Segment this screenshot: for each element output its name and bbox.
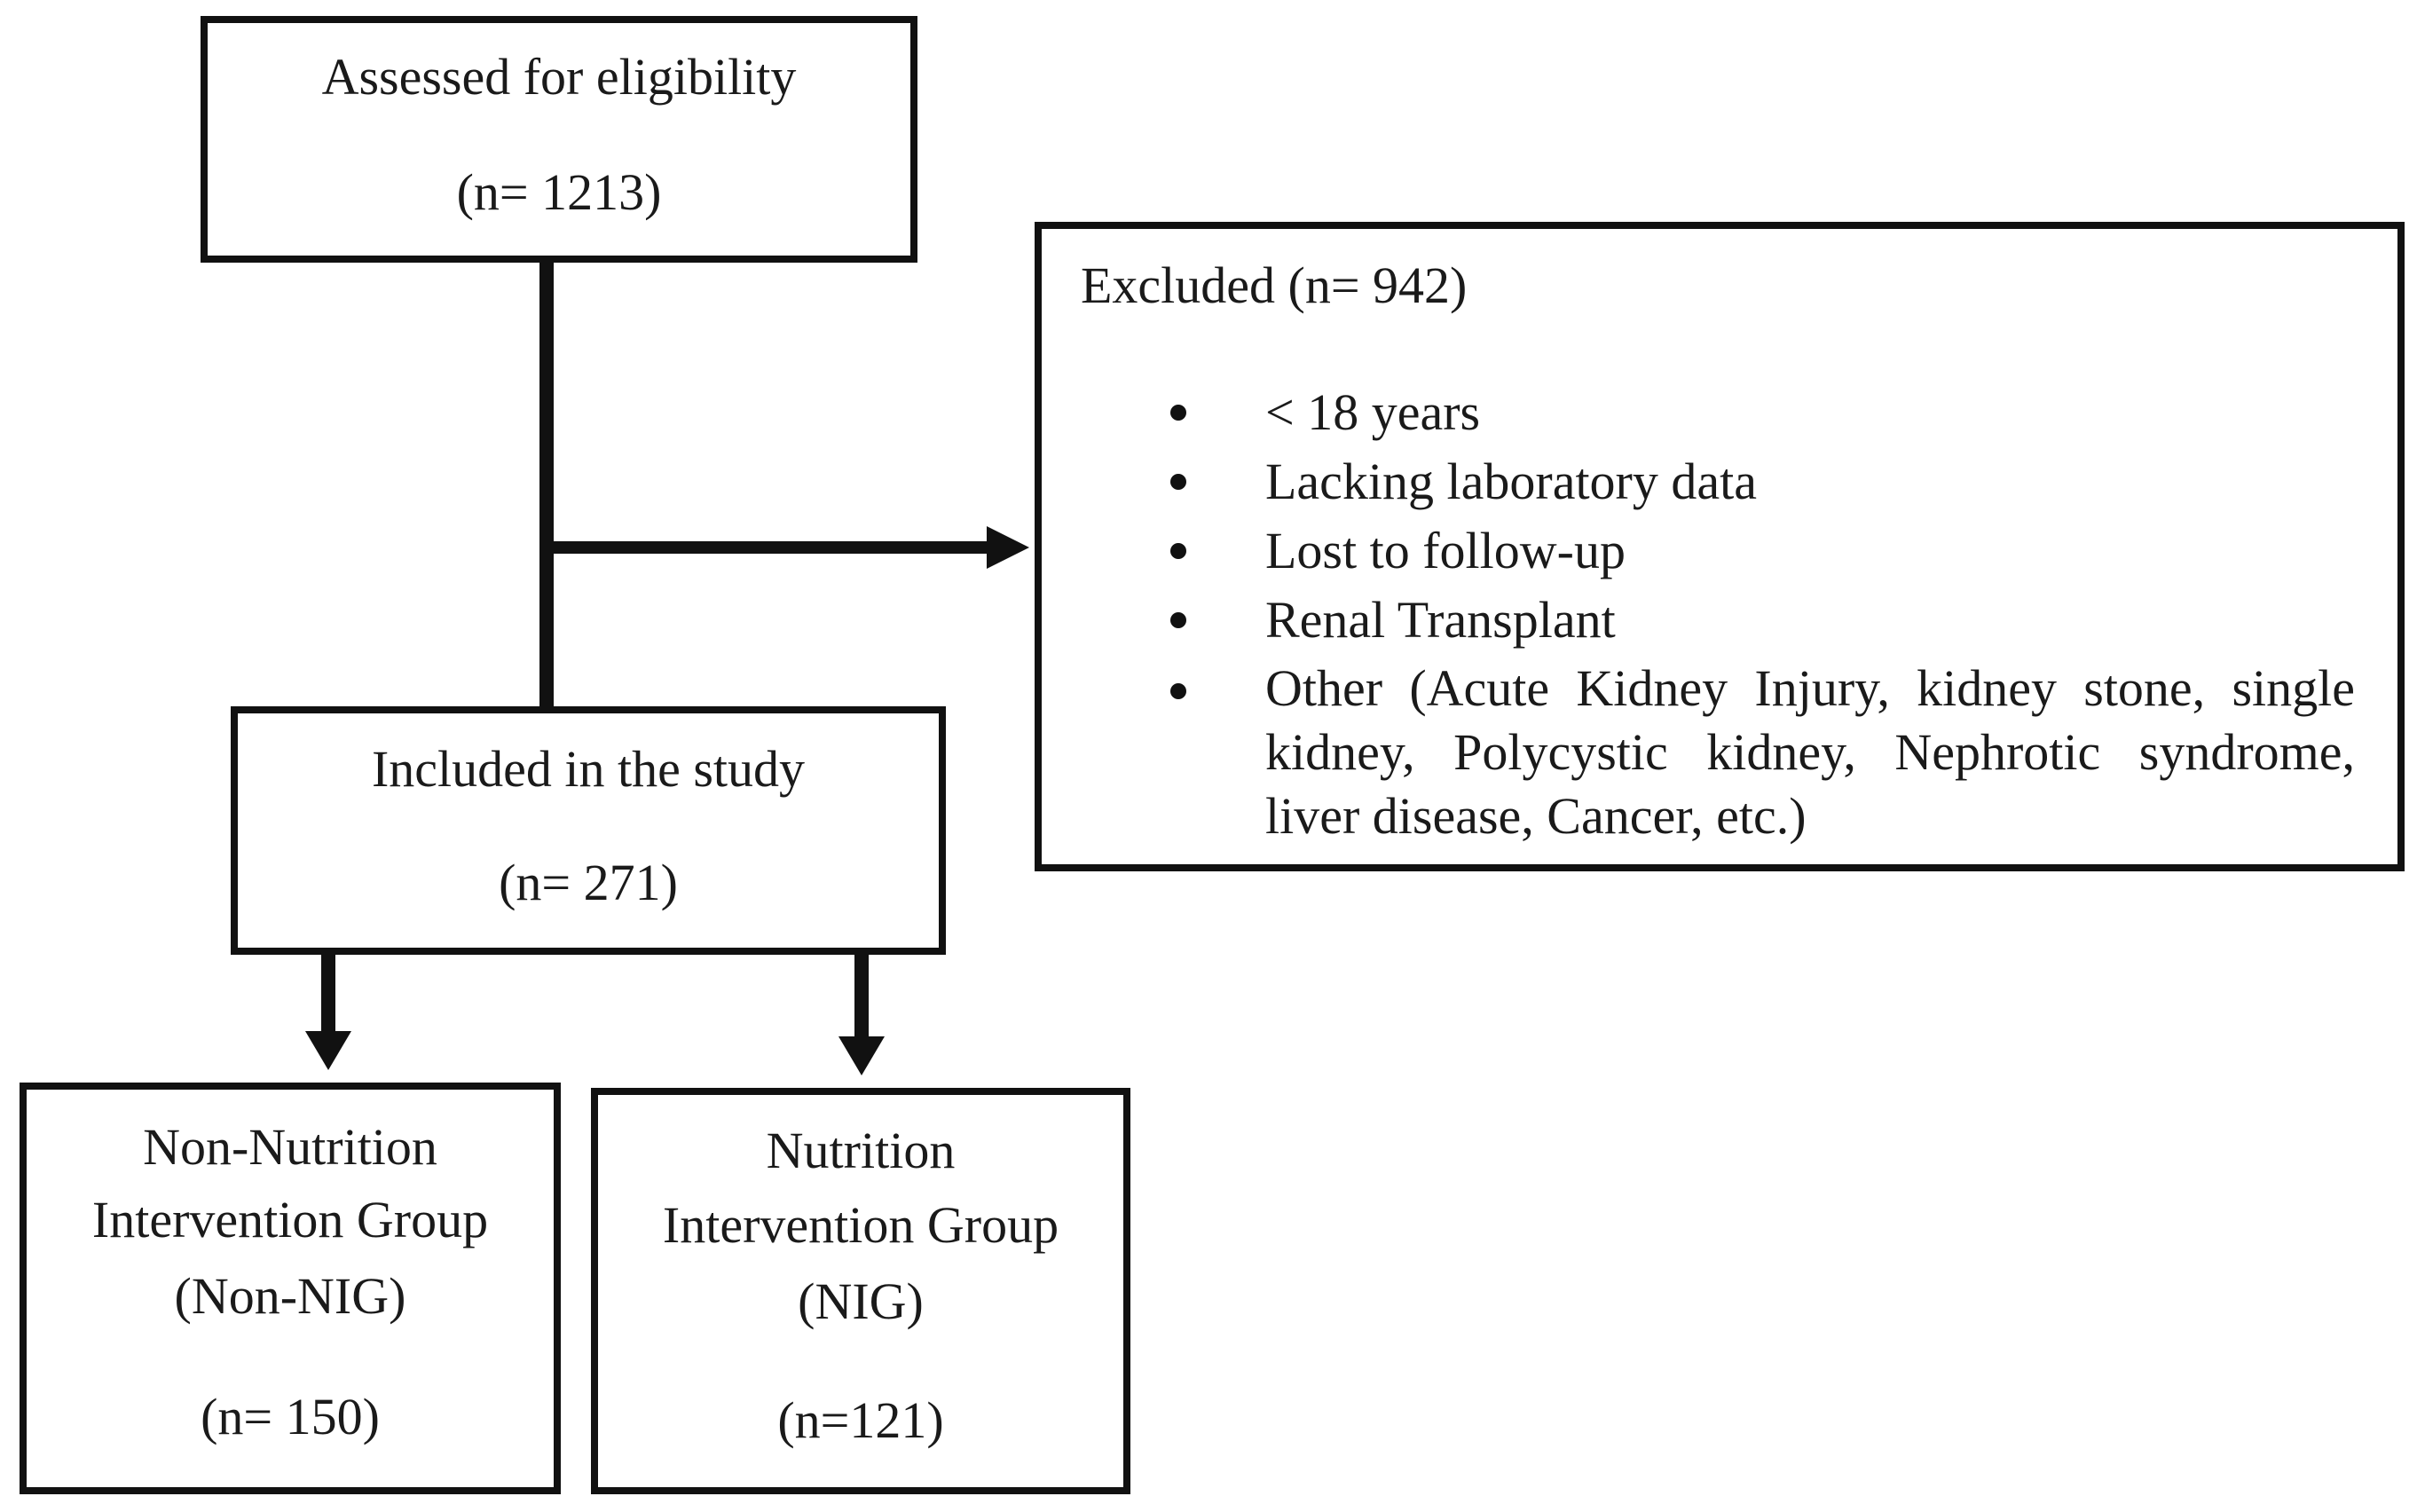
- arrow-to-non-nig: [305, 1031, 351, 1070]
- bullet-icon: [1170, 405, 1186, 421]
- excluded-reason: < 18 years: [1042, 378, 2397, 447]
- excluded-box: Excluded (n= 942) < 18 years Lacking lab…: [1035, 222, 2405, 871]
- non-nig-box: Non-Nutrition Intervention Group (Non-NI…: [20, 1083, 561, 1494]
- connector-to-excluded: [547, 541, 990, 554]
- nig-count: (n=121): [777, 1391, 944, 1449]
- non-nig-line2: Intervention Group: [91, 1191, 489, 1248]
- assessed-box: Assessed for eligibility (n= 1213): [201, 16, 917, 263]
- excluded-title: Excluded (n= 942): [1081, 256, 1468, 314]
- connector-vertical-main: [539, 261, 554, 712]
- assessed-count: (n= 1213): [456, 163, 662, 221]
- excluded-reason: Lost to follow-up: [1042, 516, 2397, 586]
- nig-line1: Nutrition: [766, 1122, 956, 1179]
- arrow-to-excluded: [987, 526, 1029, 569]
- bullet-icon: [1170, 612, 1186, 628]
- nig-line2: Intervention Group: [662, 1196, 1059, 1254]
- excluded-reason: Renal Transplant: [1042, 586, 2397, 655]
- included-box: Included in the study (n= 271): [231, 706, 946, 955]
- excluded-reason: Lacking laboratory data: [1042, 447, 2397, 516]
- connector-to-non-nig: [321, 953, 335, 1033]
- non-nig-line3: (Non-NIG): [174, 1267, 406, 1325]
- assessed-label: Assessed for eligibility: [321, 48, 797, 106]
- excluded-reason: Other (Acute Kidney Injury, kidney stone…: [1042, 657, 2397, 848]
- included-count: (n= 271): [499, 854, 678, 911]
- non-nig-line1: Non-Nutrition: [143, 1118, 437, 1176]
- arrow-to-nig: [838, 1036, 885, 1075]
- connector-to-nig: [854, 953, 869, 1038]
- bullet-icon: [1170, 543, 1186, 559]
- bullet-icon: [1170, 683, 1186, 699]
- nig-line3: (NIG): [798, 1272, 924, 1330]
- bullet-icon: [1170, 474, 1186, 490]
- non-nig-count: (n= 150): [201, 1388, 380, 1445]
- nig-box: Nutrition Intervention Group (NIG) (n=12…: [591, 1088, 1130, 1494]
- excluded-reasons-list: < 18 years Lacking laboratory data Lost …: [1042, 378, 2397, 848]
- included-label: Included in the study: [371, 740, 806, 798]
